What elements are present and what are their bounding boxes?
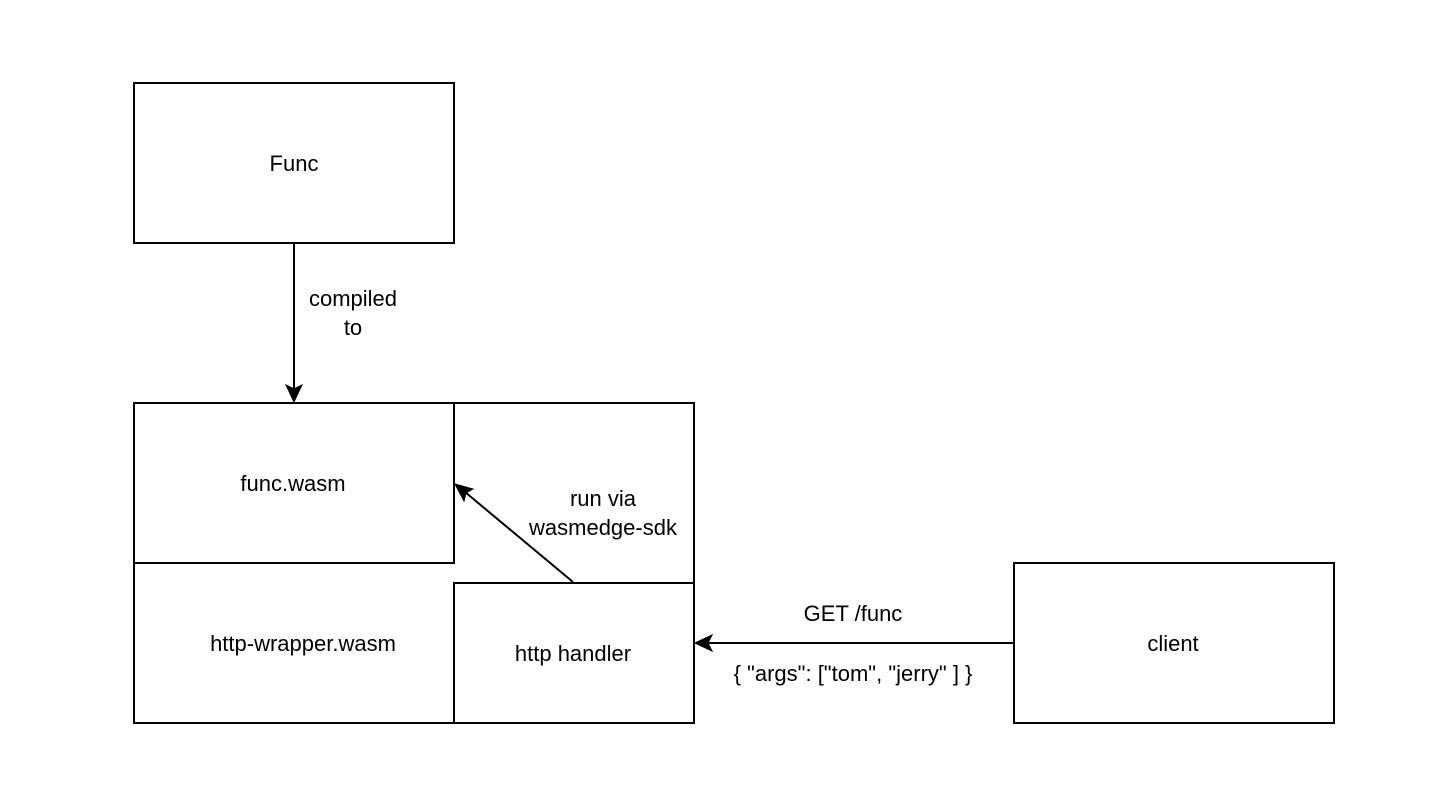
edge-get-func-label-bottom: { "args": ["tom", "jerry" ] }	[734, 661, 973, 686]
edge-get-func-label-top: GET /func	[804, 601, 903, 626]
edge-run-via-label-line-1: run via	[570, 486, 637, 511]
edge-run-via: run via wasmedge-sdk	[454, 483, 678, 583]
edge-run-via-line	[464, 491, 574, 583]
func-node[interactable]: Func	[133, 82, 455, 244]
client-node[interactable]: client	[1013, 562, 1335, 724]
http-wrapper-label: http-wrapper.wasm	[210, 631, 396, 656]
client-box	[1013, 562, 1335, 724]
http-handler-node[interactable]: http handler	[453, 582, 695, 724]
http-handler-box	[453, 582, 695, 724]
func-wasm-label: func.wasm	[240, 471, 345, 496]
edge-get-func: GET /func { "args": ["tom", "jerry" ] }	[693, 601, 1014, 686]
http-handler-label: http handler	[515, 641, 631, 666]
edge-get-func-arrowhead	[693, 633, 714, 653]
func-label: Func	[270, 151, 319, 176]
edge-compiled-to-label-line-2: to	[344, 315, 362, 340]
edge-compiled-to-label-line-1: compiled	[309, 286, 397, 311]
func-wasm-node[interactable]: func.wasm	[133, 402, 455, 564]
func-wasm-box	[133, 402, 455, 564]
edge-run-via-arrowhead	[454, 483, 475, 503]
func-box	[133, 82, 455, 244]
edge-compiled-to: compiled to	[284, 243, 397, 404]
edge-run-via-label-line-2: wasmedge-sdk	[528, 515, 678, 540]
client-label: client	[1147, 631, 1198, 656]
edge-compiled-to-arrowhead	[284, 383, 304, 404]
